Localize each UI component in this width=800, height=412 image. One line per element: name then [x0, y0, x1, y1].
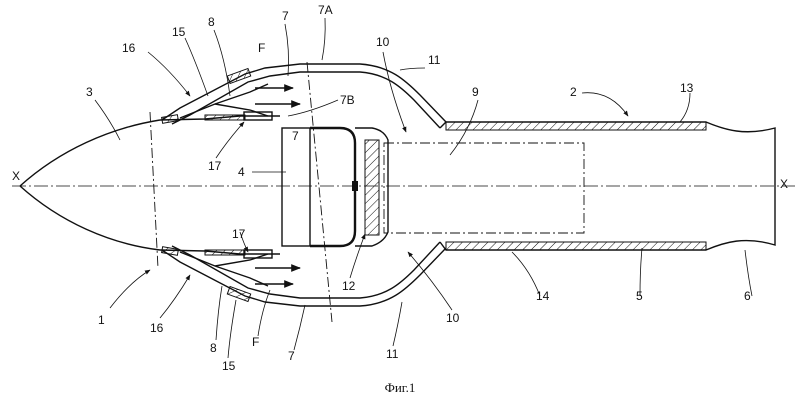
leader-10a: [382, 51, 407, 133]
duct-wall-upper: [445, 121, 707, 131]
actuator-upper: [226, 67, 252, 85]
drive-lower: [243, 249, 273, 259]
leader-15a: [184, 37, 209, 97]
leader-8a: [213, 29, 231, 97]
duct-wall-lower: [445, 241, 707, 251]
leader-8b: [215, 285, 223, 341]
nacelle-upper-outer: [161, 63, 447, 123]
label-8-top: 8: [208, 15, 215, 29]
leader-10b: [407, 251, 453, 311]
label-17-bottom: 17: [232, 227, 246, 241]
leader-17b: [239, 231, 249, 253]
mount-upper: [161, 114, 179, 124]
hub-segment-lower: [204, 249, 246, 256]
label-5: 5: [636, 289, 643, 303]
label-F-bottom: F: [252, 335, 259, 349]
module-frame: [310, 126, 357, 248]
chamber-9: [383, 142, 585, 234]
leader-2: [581, 92, 629, 117]
label-11-top: 11: [428, 53, 441, 67]
label-4: 4: [238, 165, 245, 179]
leader-7A: [321, 17, 326, 61]
module-housing: [355, 127, 389, 247]
leader-16a: [147, 51, 191, 97]
section-line-nose: [149, 111, 159, 269]
nose-cone: [19, 119, 161, 251]
label-12: 12: [342, 279, 356, 293]
label-X-left: X: [12, 169, 20, 183]
label-17-top: 17: [208, 159, 222, 173]
label-8-bottom: 8: [210, 341, 217, 355]
leader-7c: [293, 304, 306, 351]
label-7B: 7B: [340, 93, 355, 107]
label-6: 6: [744, 289, 751, 303]
leader-6: [744, 249, 753, 297]
hub-segment-upper: [204, 114, 246, 121]
label-16-top: 16: [122, 41, 136, 55]
connector: [352, 181, 358, 191]
label-11-bottom: 11: [386, 347, 399, 361]
label-10-bottom: 10: [446, 311, 460, 325]
nacelle-upper-inner: [171, 71, 441, 129]
label-F-top: F: [258, 41, 265, 55]
leader-Fb: [257, 289, 271, 337]
leader-7B: [287, 99, 339, 117]
label-15-bottom: 15: [222, 359, 236, 373]
mount-lower: [161, 246, 179, 256]
grid-12: [364, 139, 380, 236]
drive-upper: [243, 111, 273, 121]
leader-7a: [284, 23, 289, 77]
leader-14: [511, 251, 541, 297]
label-7-top: 7: [282, 9, 289, 23]
nacelle-lower-outer: [161, 247, 447, 307]
label-7-mid: 7: [292, 129, 299, 143]
label-9: 9: [472, 85, 479, 99]
leader-15b: [227, 299, 237, 359]
label-10-top: 10: [376, 35, 390, 49]
leader-3: [94, 99, 121, 141]
label-7-bottom: 7: [288, 349, 295, 363]
label-16-bottom: 16: [150, 321, 164, 335]
label-7A: 7A: [318, 3, 333, 17]
label-15-top: 15: [172, 25, 186, 39]
label-14: 14: [536, 289, 550, 303]
nacelle-lower-inner: [171, 241, 441, 299]
module-4: [281, 127, 311, 247]
label-3: 3: [86, 85, 93, 99]
leader-11b: [392, 301, 403, 347]
intake-flap-lower: [179, 251, 269, 287]
label-1: 1: [98, 313, 105, 327]
label-X-right: X: [780, 177, 788, 191]
leader-11a: [399, 67, 426, 71]
leader-5: [639, 247, 643, 297]
label-13: 13: [680, 81, 694, 95]
actuator-lower: [226, 285, 252, 303]
leader-17a: [215, 121, 245, 159]
leader-1: [109, 269, 151, 309]
figure-caption: Фиг.1: [384, 380, 416, 395]
label-2: 2: [570, 85, 577, 99]
leader-13: [679, 92, 691, 123]
duct-upper: [439, 121, 776, 251]
leader-12: [349, 233, 366, 279]
section-line-7A: [306, 61, 333, 323]
leader-16b: [159, 274, 191, 319]
leader-9: [449, 99, 479, 156]
